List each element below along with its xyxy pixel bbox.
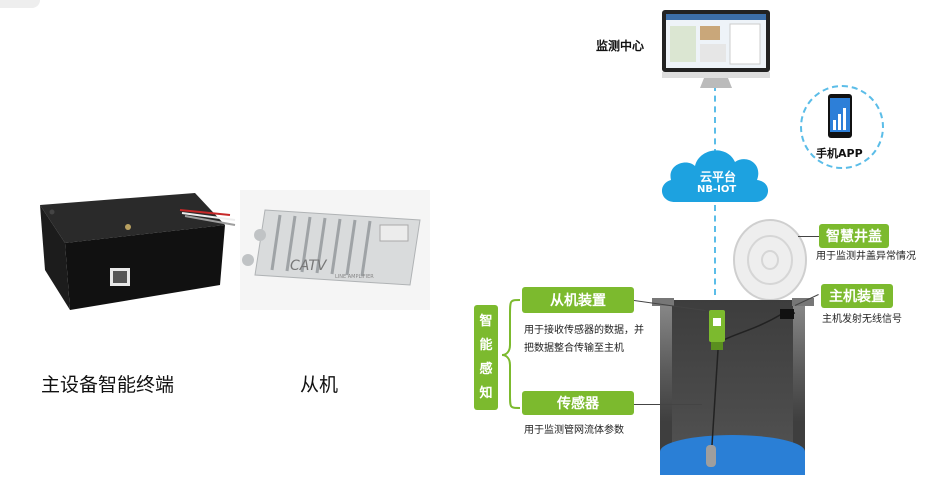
cloud-icon — [661, 150, 769, 202]
cloud-platform-label: 云平台 — [700, 170, 737, 184]
dashed-link-upper — [714, 85, 716, 155]
main-device-image — [40, 193, 236, 310]
smart-cover-desc: 用于监测井盖异常情况 — [816, 251, 916, 262]
well-rim-left — [652, 298, 674, 306]
bracket — [501, 299, 521, 409]
monitor-icon — [662, 10, 770, 88]
slave-desc-2: 把数据整合传输至主机 — [524, 343, 624, 354]
slave-desc-1: 用于接收传感器的数据，并 — [524, 325, 644, 336]
water — [660, 435, 805, 475]
monitor-center-label: 监测中心 — [596, 39, 645, 53]
sensor-desc: 用于监测管网流体参数 — [524, 425, 624, 436]
cloud-nbiot-label: NB-IOT — [697, 184, 737, 195]
slave-caption: 从机 — [300, 374, 339, 396]
top-left-edge — [0, 0, 40, 8]
well-cable — [706, 312, 796, 467]
host-desc: 主机发射无线信号 — [822, 314, 902, 325]
catv-text: CATV — [290, 258, 328, 274]
sensor-label: 传感器 — [522, 391, 634, 415]
slave-device-in-well — [709, 310, 725, 350]
smart-sensing-label: 智 能 感 知 — [474, 305, 498, 410]
phone-icon — [828, 94, 852, 138]
sensor-connector — [634, 404, 702, 405]
manhole-cover-icon — [733, 219, 807, 301]
line-amp-text: LINE AMPLIFIER — [335, 274, 374, 280]
mobile-app-label: 手机APP — [816, 147, 863, 160]
main-device-caption: 主设备智能终端 — [41, 374, 175, 396]
host-device-in-well — [780, 309, 794, 319]
smart-cover-connector — [798, 236, 820, 237]
slave-device-label: 从机装置 — [522, 287, 634, 313]
dashed-link-lower — [714, 205, 716, 295]
well-shaft — [660, 300, 805, 475]
smart-cover-label: 智慧井盖 — [819, 224, 889, 248]
mobile-app-circle — [800, 85, 884, 169]
well-rim-right — [792, 298, 814, 306]
slave-device-image: CATV LINE AMPLIFIER — [240, 190, 430, 310]
host-label: 主机装置 — [821, 284, 893, 308]
